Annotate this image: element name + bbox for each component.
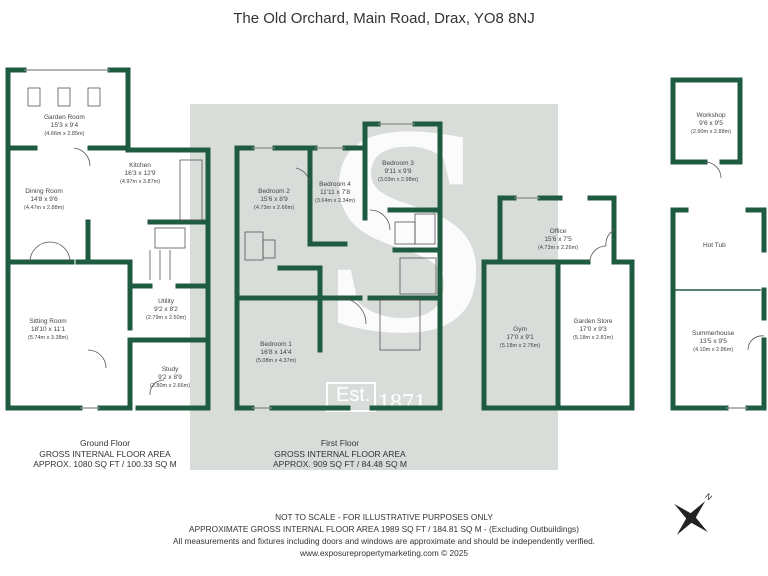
footer-not-to-scale: NOT TO SCALE - FOR ILLUSTRATIVE PURPOSES… [275, 512, 493, 522]
footer-total-area: APPROXIMATE GROSS INTERNAL FLOOR AREA 19… [189, 524, 579, 534]
watermark-est: Est. [336, 384, 371, 406]
footer-website: www.exposurepropertymarketing.com © 2025 [300, 548, 468, 558]
footer-disclaimer: All measurements and fixtures including … [172, 536, 595, 546]
watermark-est-box [326, 382, 376, 412]
ground-floor-walls [5, 67, 211, 411]
first-floor-caption: First Floor GROSS INTERNAL FLOOR AREA AP… [272, 438, 407, 469]
page-title: The Old Orchard, Main Road, Drax, YO8 8N… [233, 10, 535, 27]
summerhouse-walls [670, 207, 767, 411]
watermark-letter: S [322, 63, 489, 395]
watermark-year: 1871 [378, 390, 426, 416]
workshop-walls [670, 77, 743, 165]
room-hot-tub: Hot Tub [703, 242, 726, 249]
compass-label: N [703, 492, 713, 503]
compass-icon: N [674, 492, 714, 535]
first-floor-walls [234, 121, 443, 411]
ground-floor-caption: Ground Floor GROSS INTERNAL FLOOR AREA A… [33, 438, 177, 469]
office-gym-walls [481, 195, 635, 411]
